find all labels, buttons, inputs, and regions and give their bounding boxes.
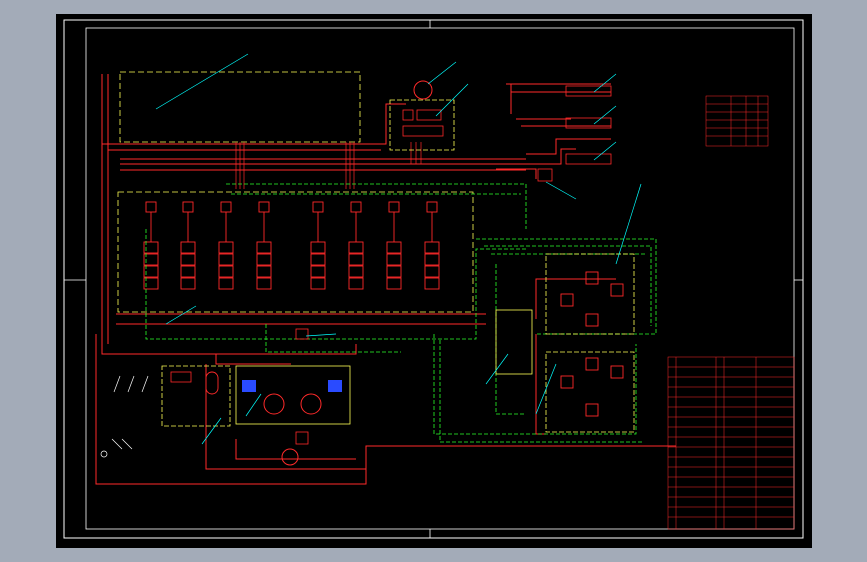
control-valve <box>310 201 326 290</box>
control-valve <box>143 201 159 290</box>
control-valves <box>143 201 440 290</box>
leader-10 <box>485 353 509 385</box>
leader-14 <box>435 83 469 117</box>
aux-pump <box>281 448 299 466</box>
control-valve <box>348 201 364 290</box>
top-valve-box <box>389 99 455 151</box>
main-pump-1 <box>263 393 285 415</box>
leader-16 <box>155 53 249 110</box>
leader-11 <box>535 363 557 415</box>
actuator-box-lower <box>545 351 635 433</box>
main-pump-2 <box>300 393 322 415</box>
leader-13 <box>165 305 197 325</box>
control-valve <box>256 201 272 290</box>
inner-border <box>85 27 795 530</box>
leader-7 <box>201 417 222 445</box>
title-block <box>667 356 795 530</box>
leader-8 <box>245 393 262 417</box>
motor-right <box>328 380 342 392</box>
valve-manifold <box>117 191 474 313</box>
riser-bundle <box>235 142 422 189</box>
accumulator-box <box>161 365 231 427</box>
control-valve <box>180 201 196 290</box>
cylinder-leaders <box>545 73 617 200</box>
drawing-sheet <box>56 14 812 548</box>
leader-9 <box>305 333 337 337</box>
control-valve <box>424 201 440 290</box>
spec-table <box>705 95 769 147</box>
reservoir-box <box>119 71 361 143</box>
top-valve-1 <box>402 109 414 121</box>
hydraulic-schematic <box>63 19 804 539</box>
leader-12 <box>615 183 642 265</box>
pressure-lines <box>95 74 676 485</box>
central-manifold-block <box>495 309 533 375</box>
relief-valve <box>295 328 309 340</box>
control-valve <box>386 201 402 290</box>
top-valve-2 <box>416 109 442 121</box>
pump-station-box <box>235 365 351 425</box>
accumulator <box>205 371 219 395</box>
leader-15 <box>427 61 457 85</box>
motor-left <box>242 380 256 392</box>
top-valve-3 <box>402 125 444 137</box>
pilot-lines <box>145 183 657 443</box>
actuator-box-upper <box>545 253 635 335</box>
top-pump <box>413 80 433 100</box>
filter <box>295 431 309 445</box>
actuator-symbols <box>560 271 624 417</box>
outer-border <box>63 19 804 539</box>
check-valve-box <box>170 371 192 383</box>
control-valve <box>218 201 234 290</box>
cylinders <box>537 85 612 182</box>
tank-symbols <box>100 375 149 458</box>
